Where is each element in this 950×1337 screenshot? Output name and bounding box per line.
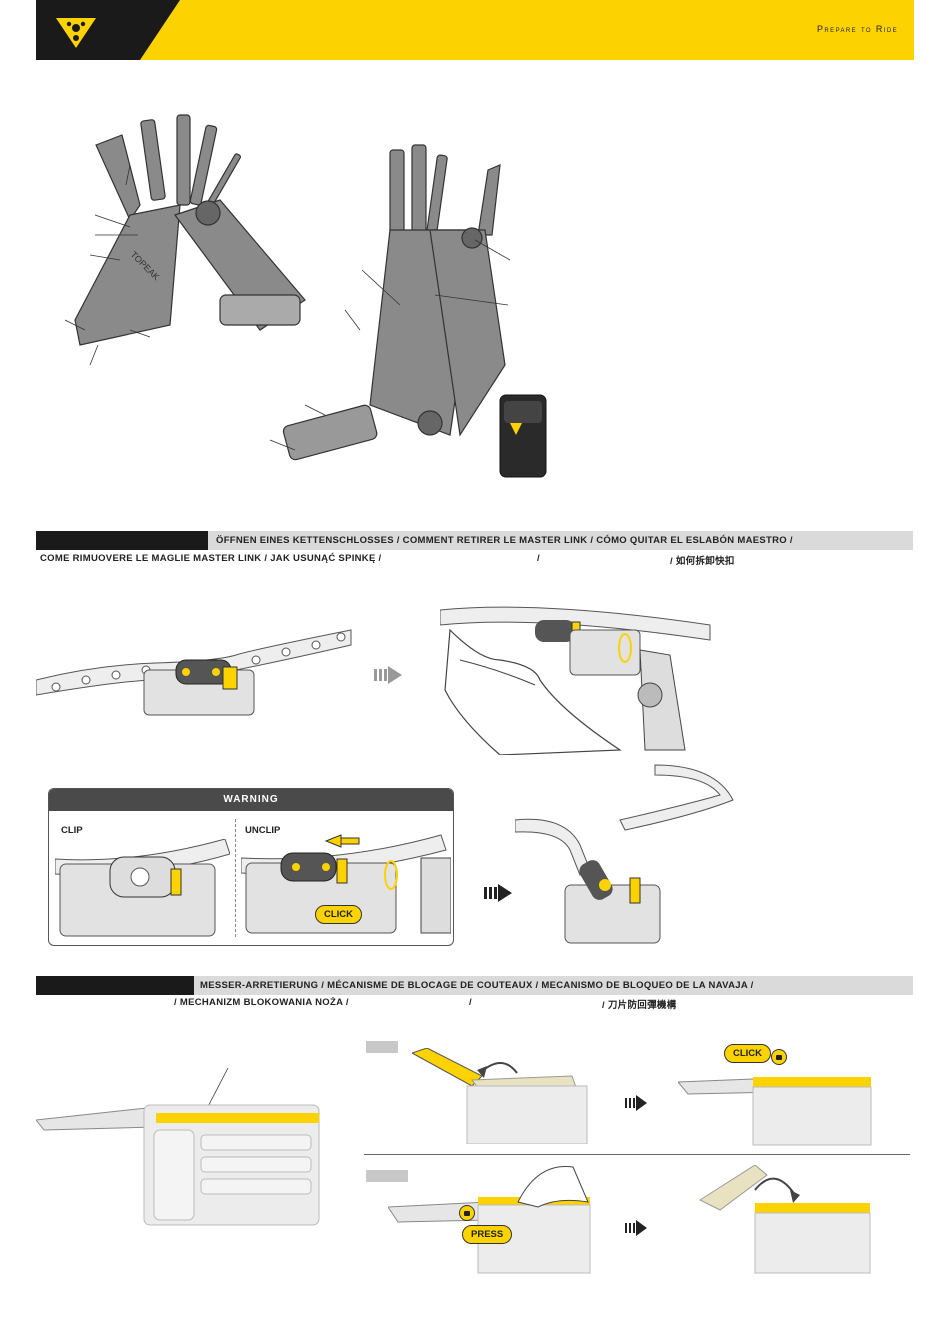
step-tag-1: [366, 1041, 398, 1053]
clip-illustration: [55, 839, 230, 937]
section-knife-black-label: [36, 976, 194, 995]
header-bar: Prepare to Ride: [36, 0, 914, 60]
section-chain-subtitle-a: COME RIMUOVERE LE MAGLIE MASTER LINK / J…: [40, 553, 382, 564]
click-badge: CLICK: [315, 905, 363, 924]
steps-divider: [364, 1154, 910, 1155]
section-knife-subtitle-c: / 刀片防回彈機構: [602, 1000, 677, 1011]
knife-fold-illustration: [412, 1048, 588, 1144]
tagline: Prepare to Ride: [817, 24, 898, 34]
click-badge: CLICK: [724, 1044, 772, 1063]
warning-divider: [235, 819, 236, 937]
section-knife-subtitle-b: /: [469, 997, 472, 1008]
knife-locked-illustration: [678, 1077, 872, 1146]
arrow-right-icon: [484, 884, 512, 902]
warning-box: WARNING CLIP UNCLIP CLICK: [48, 788, 454, 946]
section-chain-subtitle-b: /: [537, 553, 540, 564]
knife-press-illustration: [388, 1165, 591, 1274]
section-chain-title: ÖFFNEN EINES KETTENSCHLOSSES / COMMENT R…: [216, 535, 793, 546]
clip-label: CLIP: [61, 825, 83, 836]
arrow-right-icon: [625, 1220, 647, 1236]
step-tag-2: [366, 1170, 408, 1182]
section-chain-black-label: [36, 531, 208, 550]
press-badge: PRESS: [462, 1225, 513, 1244]
arrow-right-icon: [625, 1095, 647, 1111]
lock-icon: [771, 1049, 787, 1065]
knife-release-illustration: [698, 1165, 871, 1274]
section-chain-bar: ÖFFNEN EINES KETTENSCHLOSSES / COMMENT R…: [36, 531, 913, 550]
unclip-illustration: [241, 834, 451, 934]
section-knife-bar: MESSER-ARRETIERUNG / MÉCANISME DE BLOCAG…: [36, 976, 913, 995]
topeak-logo-icon: [56, 18, 96, 48]
header-slant: [140, 0, 180, 60]
chain-step-3-illustration: [515, 764, 734, 944]
multi-tool-illustration: TOPEAK: [64, 114, 547, 478]
chain-step-1-illustration: [36, 629, 352, 716]
section-knife-subtitle-a: / MECHANIZM BLOKOWANIA NOŻA /: [174, 997, 349, 1008]
lock-icon: [459, 1205, 475, 1221]
chain-step-2-illustration: [440, 606, 711, 755]
section-knife-title: MESSER-ARRETIERUNG / MÉCANISME DE BLOCAG…: [200, 980, 754, 991]
arrow-right-icon: [374, 666, 402, 684]
knife-overview-illustration: [36, 1067, 320, 1226]
unclip-label: UNCLIP: [245, 825, 281, 836]
section-chain-subtitle-c: / 如何拆卸快扣: [670, 556, 735, 567]
warning-title: WARNING: [49, 789, 453, 811]
